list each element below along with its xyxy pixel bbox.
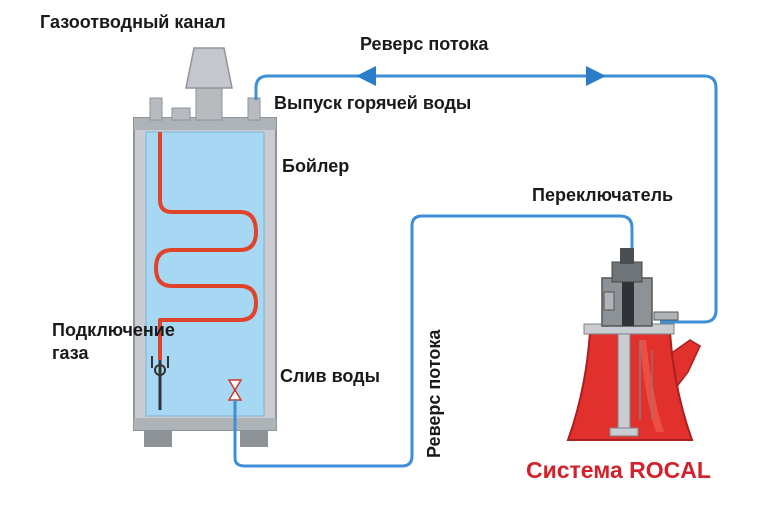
- flue-icon: [185, 47, 233, 121]
- boiler: [133, 47, 277, 447]
- gas-connection-label-line1: Подключение: [52, 320, 175, 340]
- gas-flue-label: Газоотводный канал: [40, 12, 226, 32]
- hot-water-pipe: [254, 74, 718, 324]
- flow-reverse-vertical-label: Реверс потока: [424, 329, 444, 458]
- flow-arrow-left-icon: [356, 66, 376, 86]
- pipes: [233, 74, 718, 468]
- switch-label: Переключатель: [532, 185, 674, 205]
- gas-burner-icon: [151, 356, 169, 410]
- water-drain-label: Слив воды: [280, 366, 380, 386]
- heating-coil: [154, 132, 258, 360]
- switch-motor-icon: [601, 248, 679, 327]
- boiler-label: Бойлер: [282, 156, 350, 176]
- system-name-label: Система ROCAL: [526, 457, 711, 483]
- hot-water-outlet-label: Выпуск горячей воды: [274, 93, 472, 113]
- flow-arrow-right-icon: [586, 66, 606, 86]
- rocal-system: [566, 248, 701, 441]
- drain-valve-icon: [227, 379, 243, 425]
- gas-connection-label-line2: газа: [52, 343, 89, 363]
- drain-pipe: [233, 214, 634, 468]
- flow-reverse-top-label: Реверс потока: [360, 34, 489, 54]
